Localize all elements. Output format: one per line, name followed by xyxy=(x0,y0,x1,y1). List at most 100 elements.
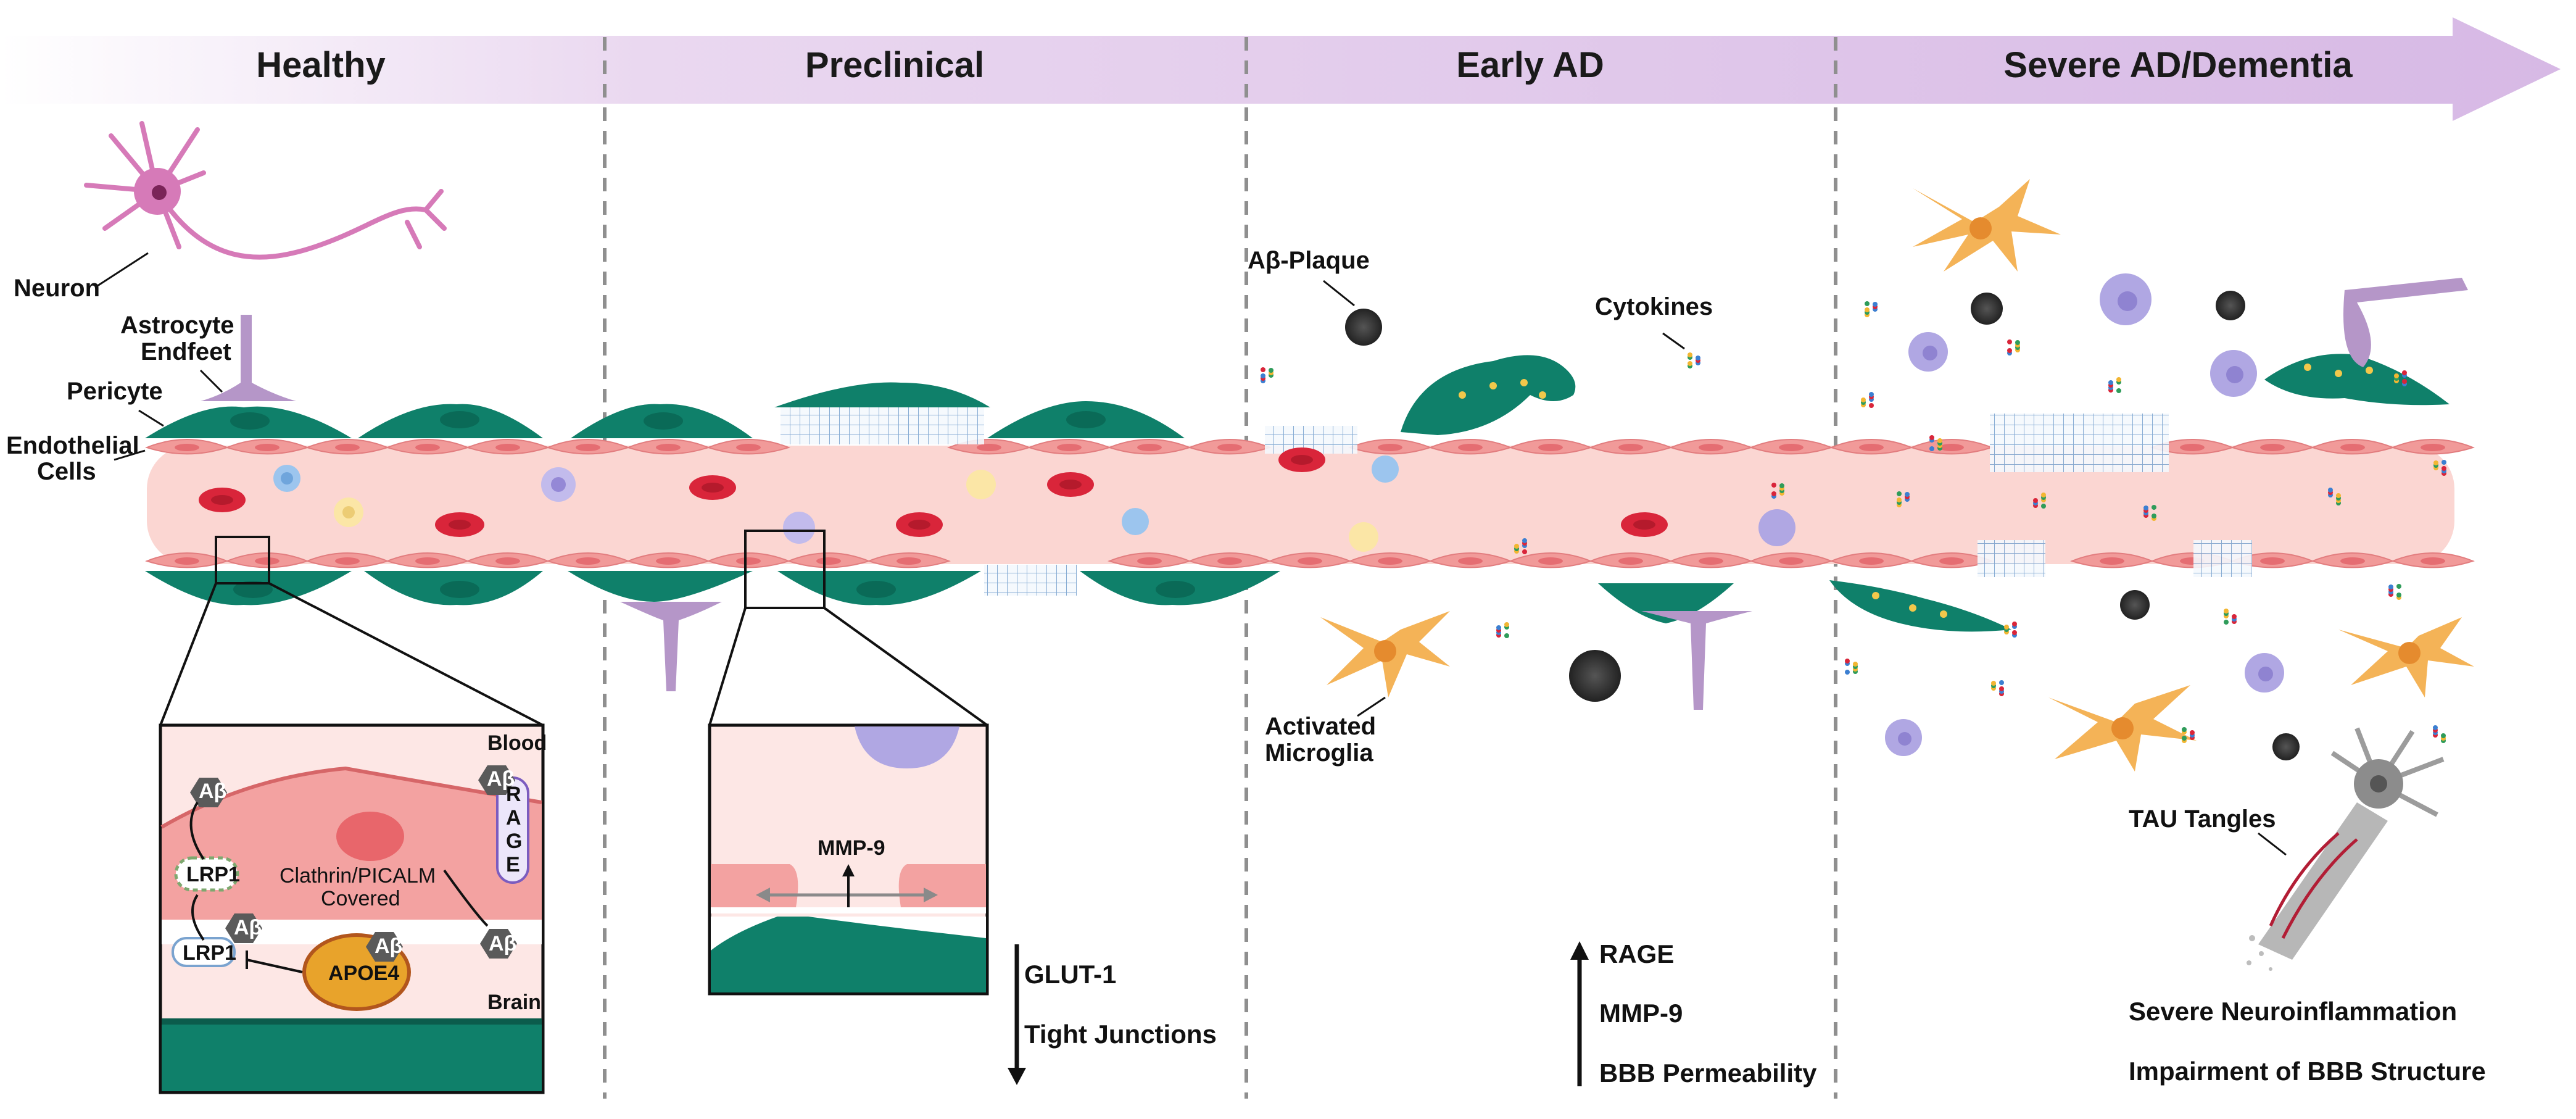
endothelial-nucleus xyxy=(1859,557,1884,565)
endothelial-nucleus xyxy=(335,444,360,451)
label-endothelial-1: Endothelial xyxy=(6,432,139,459)
endothelial-nucleus xyxy=(977,444,1001,451)
inset-lrp1-bottom: LRP1 xyxy=(183,941,236,965)
cytokine-dot xyxy=(1261,367,1265,372)
inset-preclinical xyxy=(708,723,989,996)
endothelial-nucleus xyxy=(1298,557,1322,565)
cytokine-dot xyxy=(1514,544,1519,549)
endothelial-nucleus xyxy=(1137,557,1162,565)
cytokine-dot xyxy=(2041,493,2046,497)
endothelial-nucleus xyxy=(1939,444,1964,451)
cytokine-dot xyxy=(2182,727,2187,732)
cytokine-dot xyxy=(1522,549,1527,554)
cytokine-dot xyxy=(1865,301,1870,306)
preclinical-change-1: GLUT-1 xyxy=(1024,960,1117,989)
cytokine-dot xyxy=(2116,377,2121,382)
endothelial-nucleus xyxy=(656,444,681,451)
severe-change-1: Severe Neuroinflammation xyxy=(2129,997,2458,1026)
label-microglia-1: Activated xyxy=(1265,713,1377,740)
inset-anchor-healthy xyxy=(215,536,270,584)
cytokine-dot xyxy=(1771,491,1776,496)
endothelial-nucleus xyxy=(1618,557,1643,565)
cytokine-dot xyxy=(1861,397,1866,402)
inset-label-blood: Blood xyxy=(487,731,547,755)
inset-ab-1: Aβ xyxy=(199,780,227,803)
cytokine-dot xyxy=(2015,340,2020,345)
endothelial-nucleus xyxy=(1699,444,1723,451)
cytokine-dot xyxy=(1845,659,1850,663)
label-astrocyte-2: Endfeet xyxy=(141,338,231,365)
cytokine-dot xyxy=(2041,504,2046,509)
cytokine-dot xyxy=(1688,361,1692,366)
label-ab-plaque: Aβ-Plaque xyxy=(1248,247,1370,274)
early-ad-change-2: MMP-9 xyxy=(1599,999,1683,1028)
endothelial-cells-bottom xyxy=(145,552,2475,568)
endothelial-nucleus xyxy=(736,444,761,451)
severe-change-2: Impairment of BBB Structure xyxy=(2129,1057,2486,1086)
inset-ab-4: Aβ xyxy=(489,932,517,955)
label-cytokines: Cytokines xyxy=(1595,293,1713,320)
endothelial-nucleus xyxy=(255,444,280,451)
endothelial-nucleus xyxy=(495,557,520,565)
cytokine-dot xyxy=(2402,370,2407,375)
endothelial-nucleus xyxy=(1057,444,1082,451)
leaky-junction-mesh xyxy=(781,404,2252,596)
tau-neuron xyxy=(2247,727,2445,971)
endothelial-nucleus xyxy=(1939,557,1964,565)
detached-pericytes xyxy=(1401,354,2450,632)
cytokine-dot xyxy=(1999,680,2004,685)
cytokine-dot xyxy=(1269,368,1274,373)
endothelial-nucleus xyxy=(1779,557,1804,565)
vessel-lumen xyxy=(147,446,2454,564)
inset-rage-e: E xyxy=(506,853,520,876)
endothelial-nucleus xyxy=(2100,557,2124,565)
inset-anchor-preclinical xyxy=(744,530,826,609)
microglia xyxy=(1758,273,2284,756)
cytokine-dot xyxy=(2388,584,2393,589)
stage-title-early-ad: Early AD xyxy=(1456,45,1604,85)
cytokine-dot xyxy=(2402,379,2407,384)
endothelial-nucleus xyxy=(2421,444,2445,451)
endothelial-nucleus xyxy=(576,444,600,451)
label-microglia-2: Microglia xyxy=(1265,739,1373,767)
cytokine-dot xyxy=(1504,622,1509,627)
amyloid-plaques xyxy=(1345,291,2300,760)
endothelial-nucleus xyxy=(335,557,360,565)
cytokine-dot xyxy=(2394,373,2399,378)
rbc-centers xyxy=(211,455,1655,530)
cytokine-dot xyxy=(2441,466,2446,471)
cytokine-dot xyxy=(2433,460,2438,465)
cytokine-dot xyxy=(2151,505,2156,510)
cytokine-dot xyxy=(2007,339,2012,344)
cytokine-dot xyxy=(1496,625,1501,630)
endothelial-nucleus xyxy=(495,444,520,451)
inset-rage-r: R xyxy=(506,783,521,806)
endothelial-nucleus xyxy=(897,557,921,565)
endothelial-nucleus xyxy=(816,557,841,565)
cytokine-dot xyxy=(2224,620,2229,625)
endothelial-nucleus xyxy=(1699,557,1723,565)
stage-title-preclinical: Preclinical xyxy=(805,45,985,85)
cytokine-dot xyxy=(1522,538,1527,543)
cytokine-dot xyxy=(2232,614,2237,619)
endothelial-nucleus xyxy=(1779,444,1804,451)
astrocyte-endfeet xyxy=(201,278,2468,710)
stage-title-healthy: Healthy xyxy=(256,45,386,85)
cytokine-dot xyxy=(1897,497,1902,502)
cytokine-dot xyxy=(2007,348,2012,353)
label-pericyte: Pericyte xyxy=(67,378,163,405)
progression-arrow xyxy=(0,17,2561,121)
cytokine-dot xyxy=(2433,725,2438,730)
cytokine-dot xyxy=(1897,491,1902,496)
label-astrocyte-1: Astrocyte xyxy=(120,312,234,339)
inset-label-brain: Brain xyxy=(487,991,541,1014)
inset-rage-g: G xyxy=(506,830,523,853)
cytokine-dot xyxy=(2033,498,2038,503)
endothelial-nucleus xyxy=(1618,444,1643,451)
stage-dividers xyxy=(603,37,1837,1099)
neuron-nucleus xyxy=(152,185,167,200)
cytokine-dot xyxy=(1991,681,1996,686)
cytokine-dot xyxy=(1937,438,1942,443)
endothelial-nucleus xyxy=(736,557,761,565)
